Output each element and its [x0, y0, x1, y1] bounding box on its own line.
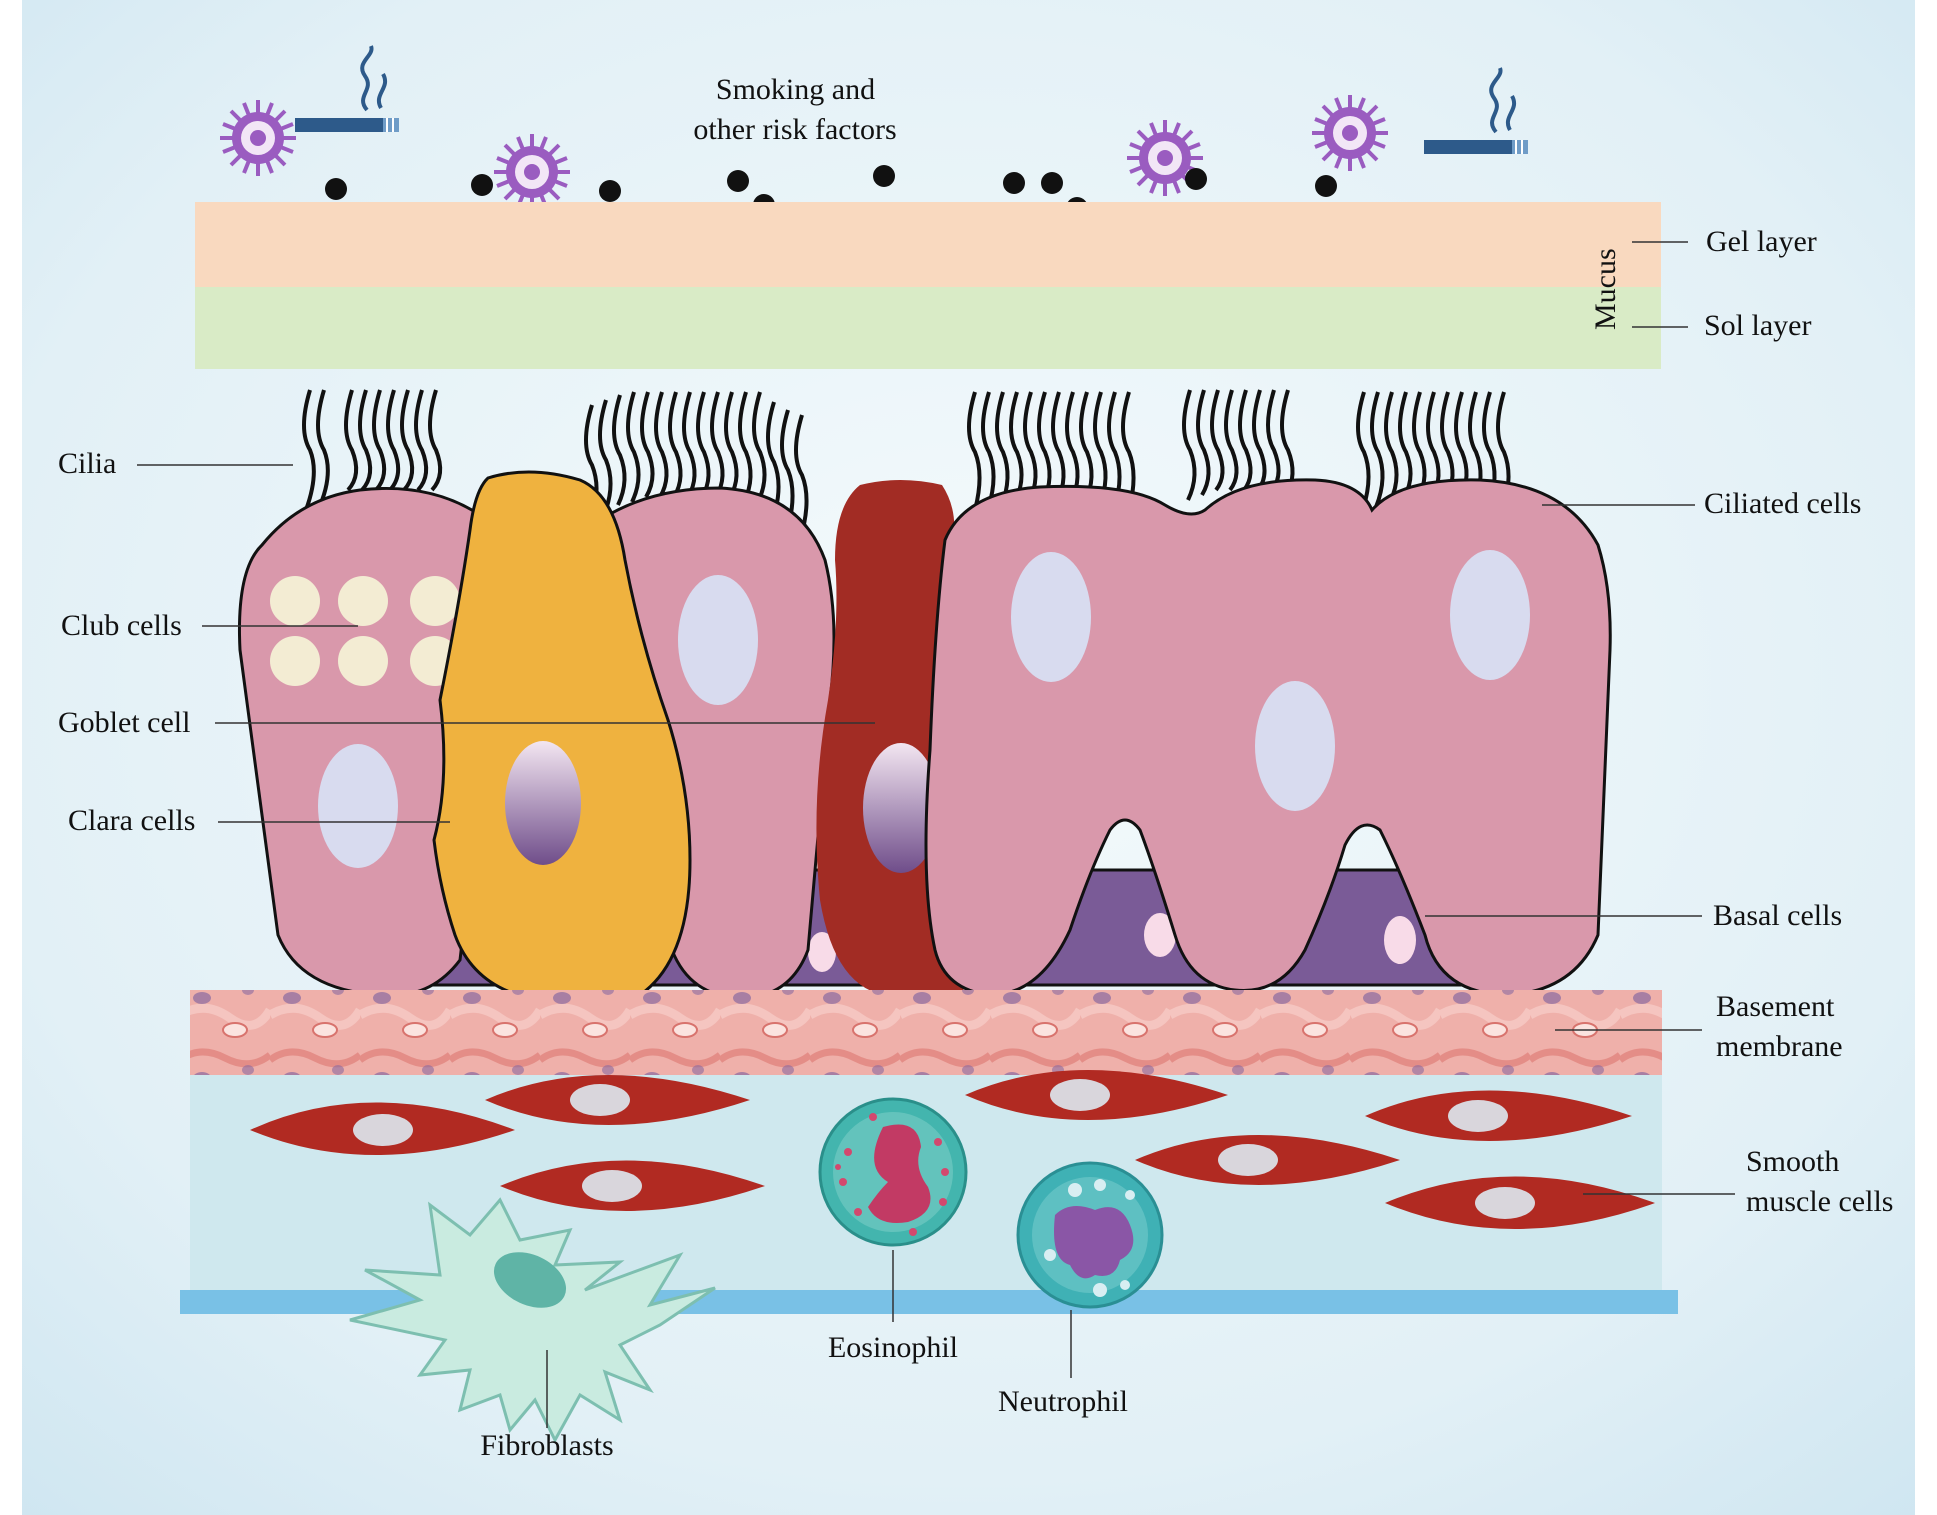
basement-membrane-label-line1: Basement: [1716, 990, 1835, 1023]
cell-nucleus: [1011, 550, 1530, 811]
virus-icon: [1312, 95, 1388, 171]
sol-layer-label: Sol layer: [1704, 309, 1812, 342]
fibroblast: [349, 1197, 716, 1444]
club-cells-label: Club cells: [61, 609, 182, 642]
club-cell-granules: [270, 576, 460, 686]
goblet-cell-label: Goblet cell: [58, 706, 191, 739]
virus-icon: [1127, 120, 1203, 196]
leader-lines: [137, 241, 1735, 1428]
neutrophil-label: Neutrophil: [998, 1385, 1128, 1418]
cell-nucleus: [318, 744, 398, 868]
basement-membrane-label-line2: membrane: [1716, 1030, 1843, 1063]
gel-layer-label: Gel layer: [1706, 225, 1817, 258]
cilia-label: Cilia: [58, 447, 117, 480]
gel-layer: [195, 202, 1661, 287]
ciliated-cells-label: Ciliated cells: [1704, 487, 1862, 520]
virus-icon: [220, 100, 296, 176]
basement-membrane: [190, 990, 1662, 1075]
cigarette-icon: [295, 45, 399, 132]
cell-nucleus: [863, 743, 939, 873]
risk-factors-label-line2: other risk factors: [693, 113, 897, 146]
smooth-muscle-label-line2: muscle cells: [1746, 1185, 1894, 1218]
smooth-muscle-label-line1: Smooth: [1746, 1145, 1840, 1178]
basal-cells-label: Basal cells: [1713, 899, 1843, 932]
fibroblasts-label: Fibroblasts: [480, 1429, 614, 1462]
neutrophil: [1016, 1161, 1164, 1309]
mucus-label: Mucus: [1589, 248, 1622, 330]
cell-nucleus: [505, 741, 581, 865]
clara-cells-label: Clara cells: [68, 804, 196, 837]
cell-nucleus: [678, 575, 758, 705]
sol-layer: [195, 287, 1661, 369]
risk-factors-label-line1: Smoking and: [715, 73, 876, 106]
eosinophil-label: Eosinophil: [827, 1331, 958, 1364]
virus-icon: [494, 134, 570, 210]
cigarette-icon: [1424, 67, 1528, 154]
smooth-muscle-cells: [250, 1070, 1655, 1229]
eosinophil: [818, 1097, 968, 1247]
